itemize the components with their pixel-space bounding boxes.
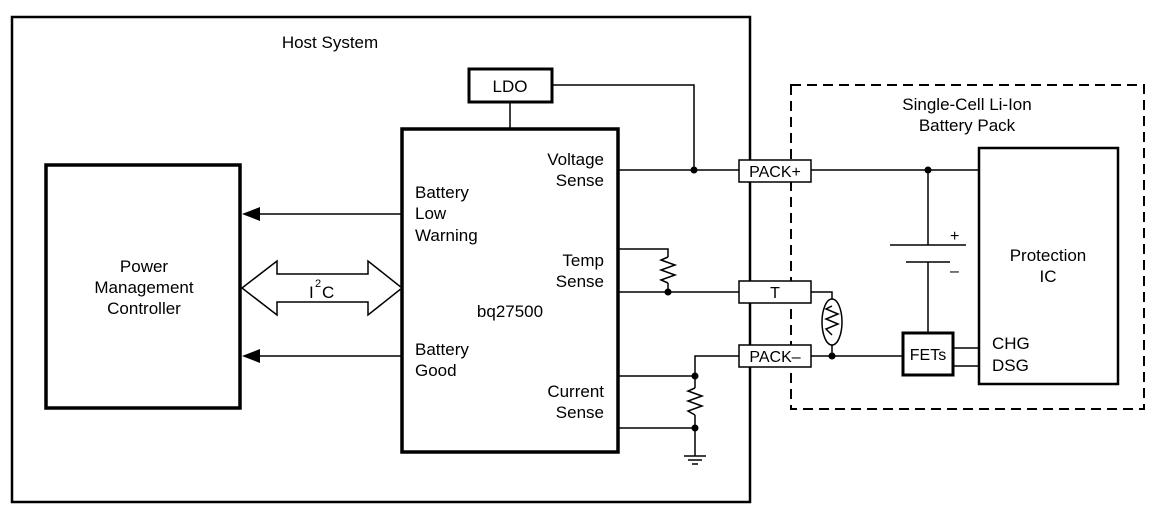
gauge-part-number: bq27500 [477, 302, 543, 321]
thermistor-connector-label: T [770, 285, 780, 302]
current-sense-resistor [685, 387, 705, 416]
current-sense-label-line1: Current [547, 382, 604, 401]
thermistor-wire-top [811, 291, 833, 299]
pack-minus-return-wire [694, 355, 739, 388]
current-junction-dot-top [691, 372, 699, 380]
thermistor-resistor [824, 305, 840, 336]
battery-pack-title-line2: Battery Pack [919, 116, 1016, 135]
battery-low-warning-label-line1: Battery [415, 183, 469, 202]
voltage-sense-label-line1: Voltage [547, 150, 604, 169]
temp-pullup-wire [618, 248, 669, 257]
fets-box [901, 331, 955, 377]
temp-sense-label-line2: Sense [556, 272, 604, 291]
battery-good-label-line2: Good [415, 361, 457, 380]
current-junction-dot-bottom [691, 424, 699, 432]
pack-plus-label: PACK+ [749, 164, 801, 181]
chg-pin-label: CHG [992, 334, 1030, 353]
i2c-label-base: I [309, 283, 314, 302]
i2c-bidirectional-arrow [240, 259, 404, 317]
battery-good-label-line1: Battery [415, 340, 469, 359]
battery-minus-sign: – [950, 263, 959, 280]
host-system-boundary [10, 15, 752, 504]
pmc-label-line1: Power [120, 257, 169, 276]
current-sense-label-line2: Sense [556, 403, 604, 422]
i2c-label-superscript: 2 [315, 278, 321, 290]
voltage-junction-dot [690, 166, 698, 174]
battery-good-arrowhead [242, 349, 260, 363]
pmc-label-line3: Controller [107, 299, 181, 318]
temp-sense-label-line1: Temp [562, 251, 604, 270]
pack-minus-label: PACK– [749, 349, 800, 366]
battery-pack-boundary [790, 84, 1145, 410]
protection-ic-box [977, 146, 1120, 386]
ground-symbol [684, 455, 706, 465]
pmc-label-line2: Management [94, 278, 194, 297]
battery-low-warning-arrowhead [242, 207, 260, 221]
protection-ic-label-line2: IC [1040, 267, 1057, 286]
i2c-label-suffix: C [322, 283, 334, 302]
dsg-pin-label: DSG [992, 356, 1029, 375]
bq27500-gauge-box [400, 127, 620, 454]
fets-label: FETs [910, 347, 946, 364]
battery-pack-title-line1: Single-Cell Li-Ion [902, 95, 1031, 114]
pack-plus-connector [738, 159, 812, 183]
host-system-title: Host System [282, 33, 378, 52]
power-management-controller-box [44, 163, 242, 410]
ldo-label: LDO [493, 77, 528, 96]
temp-junction-dot [664, 288, 672, 296]
battery-low-warning-label-line3: Warning [415, 226, 478, 245]
protection-ic-label-line1: Protection [1010, 246, 1087, 265]
pack-minus-junction-dot [828, 352, 836, 360]
temp-pullup-resistor [658, 256, 678, 284]
ldo-supply-wire [552, 84, 695, 170]
battery-low-warning-label-line2: Low [415, 204, 447, 223]
battery-plus-sign: + [950, 228, 959, 245]
voltage-sense-label-line2: Sense [556, 171, 604, 190]
